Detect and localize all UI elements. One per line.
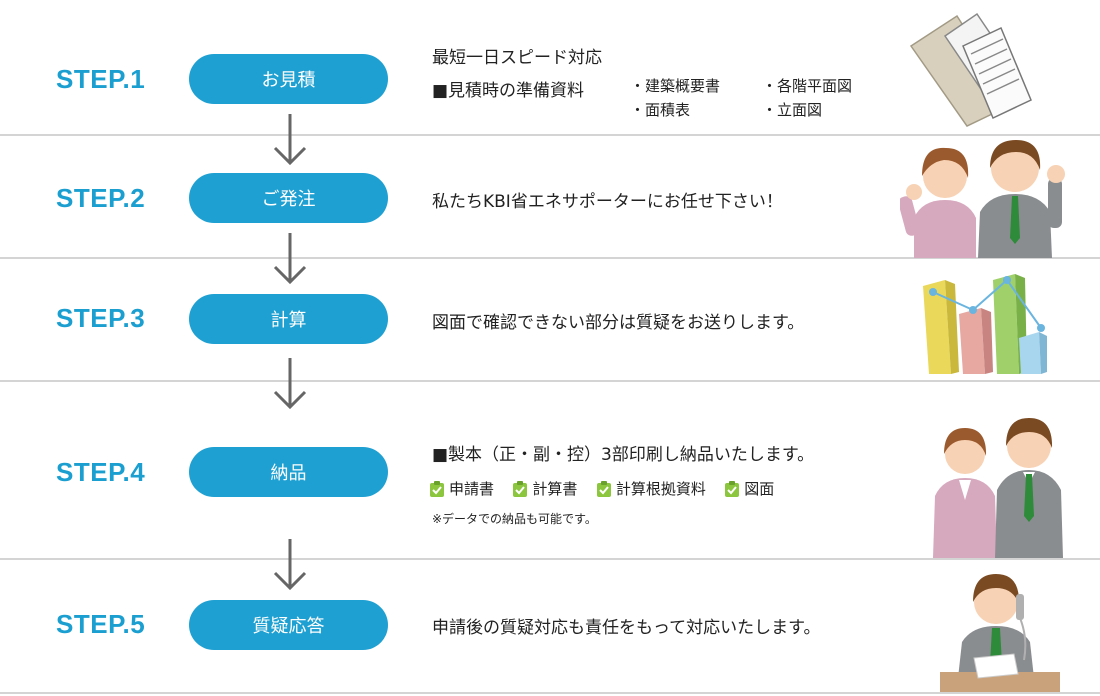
step-1-button[interactable]: お見積 bbox=[189, 54, 388, 104]
checkmark-icon bbox=[725, 481, 739, 497]
step-2-text: 私たちKBI省エネサポーターにお任せ下さい！ bbox=[432, 187, 783, 212]
step-1-item: ・面積表 bbox=[630, 99, 690, 120]
check-item: 申請書 bbox=[430, 478, 494, 499]
down-arrow-icon bbox=[270, 231, 310, 287]
documents-illustration bbox=[905, 6, 1035, 128]
step-4-button[interactable]: 納品 bbox=[189, 447, 388, 497]
business-people-illustration bbox=[900, 126, 1080, 258]
check-item: 計算書 bbox=[513, 478, 577, 499]
step-5-label: STEP.5 bbox=[56, 609, 145, 640]
checkmark-icon bbox=[430, 481, 444, 497]
step-1-item: ・建築概要書 bbox=[630, 75, 720, 96]
separator-5 bbox=[0, 692, 1100, 694]
down-arrow-icon bbox=[270, 537, 310, 593]
step-4-label: STEP.4 bbox=[56, 457, 145, 488]
step-2-label: STEP.2 bbox=[56, 183, 145, 214]
step-4-note: ※データでの納品も可能です。 bbox=[432, 510, 597, 527]
separator-4 bbox=[0, 558, 1100, 560]
check-item-label: 計算書 bbox=[532, 478, 577, 499]
check-item-label: 申請書 bbox=[449, 478, 494, 499]
checkmark-icon bbox=[597, 481, 611, 497]
phone-support-illustration bbox=[940, 568, 1060, 692]
step-1-label: STEP.1 bbox=[56, 64, 145, 95]
step-4-checklist: 申請書 計算書 計算根拠資料 図面 bbox=[430, 478, 788, 502]
check-item-label: 計算根拠資料 bbox=[616, 478, 706, 499]
check-item: 図面 bbox=[725, 478, 774, 499]
down-arrow-icon bbox=[270, 356, 310, 412]
step-2-button[interactable]: ご発注 bbox=[189, 173, 388, 223]
bar-chart-illustration bbox=[915, 266, 1055, 378]
down-arrow-icon bbox=[270, 112, 310, 168]
step-1-item: ・立面図 bbox=[762, 99, 822, 120]
step-3-button[interactable]: 計算 bbox=[189, 294, 388, 344]
step-3-label: STEP.3 bbox=[56, 303, 145, 334]
check-item: 計算根拠資料 bbox=[597, 478, 706, 499]
step-1-item: ・各階平面図 bbox=[762, 75, 852, 96]
checkmark-icon bbox=[513, 481, 527, 497]
step-5-button[interactable]: 質疑応答 bbox=[189, 600, 388, 650]
step-4-text: ■製本（正・副・控）3部印刷し納品いたします。 bbox=[432, 440, 814, 465]
bowing-staff-illustration bbox=[925, 410, 1075, 558]
check-item-label: 図面 bbox=[744, 478, 774, 499]
separator-3 bbox=[0, 380, 1100, 382]
step-5-text: 申請後の質疑対応も責任をもって対応いたします。 bbox=[432, 613, 820, 638]
step-1-prep-title: ■見積時の準備資料 bbox=[432, 76, 584, 101]
step-3-text: 図面で確認できない部分は質疑をお送りします。 bbox=[432, 308, 804, 333]
step-1-headline: 最短一日スピード対応 bbox=[432, 43, 602, 68]
